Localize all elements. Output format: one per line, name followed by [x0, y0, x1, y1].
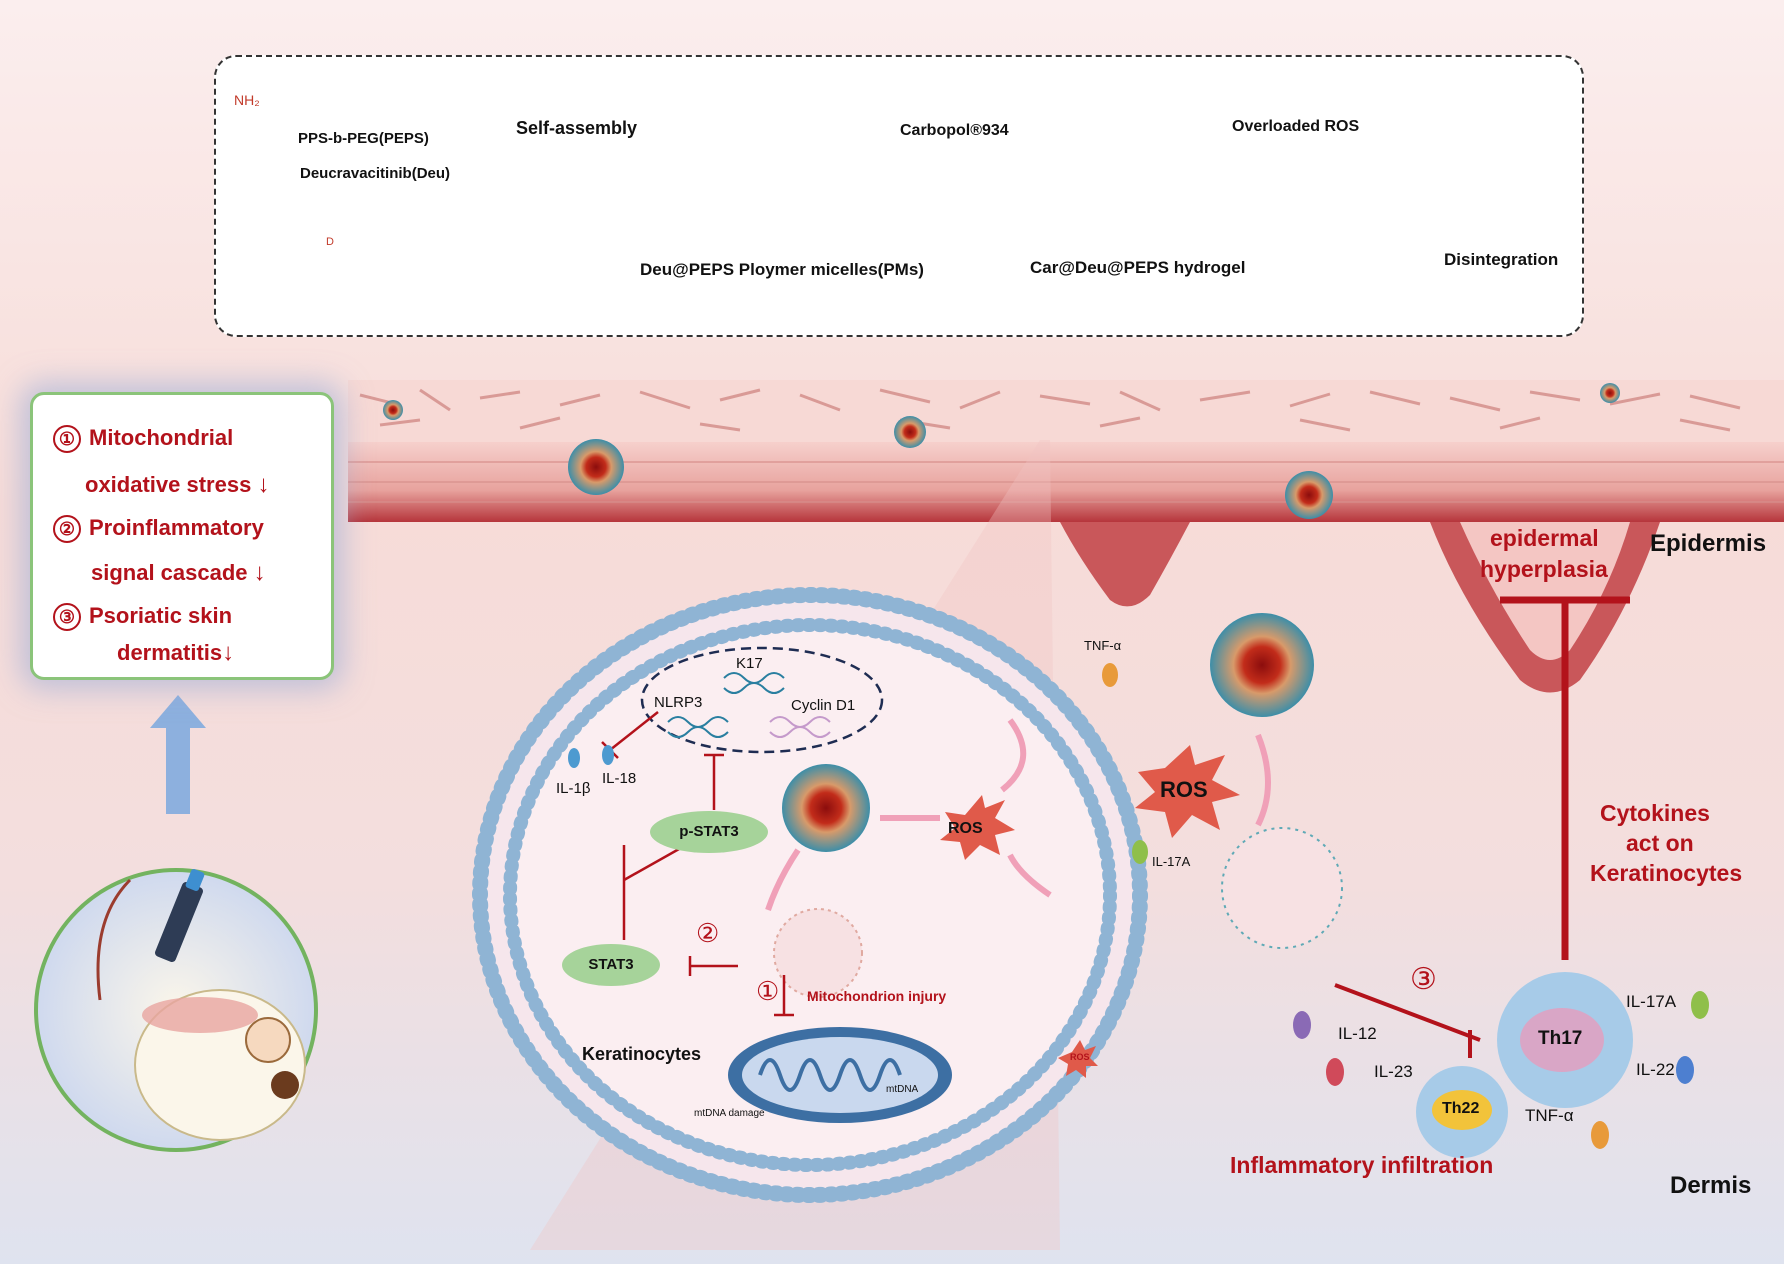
nlrp3-to-il — [609, 711, 659, 751]
synthesis-panel — [214, 55, 1584, 337]
disintegrated-cell — [773, 908, 863, 998]
dna-icons — [667, 672, 785, 738]
cytokine-beans — [568, 663, 1709, 1149]
ros-star-tissue — [1135, 745, 1240, 838]
il17a-cell-label: IL-17A — [1152, 854, 1191, 869]
ros-cell-label: ROS — [948, 820, 983, 837]
infiltration-label: Inflammatory infiltration — [1230, 1152, 1494, 1178]
peps-label: PPS-b-PEG(PEPS) — [298, 130, 429, 147]
micelles-label: Deu@PEPS Ploymer micelles(PMs) — [640, 260, 924, 279]
keratinocytes-label: Keratinocytes — [582, 1044, 702, 1064]
step-1-marker: ① — [756, 976, 780, 1006]
tnfa-cell-label: TNF-α — [1084, 638, 1122, 653]
carbopol-label: Carbopol®934 — [900, 122, 1009, 139]
micelle-skin-4 — [383, 400, 403, 420]
hydrogel-label: Car@Deu@PEPS hydrogel — [1030, 258, 1246, 277]
cytokines-label-1: Cytokines — [1600, 800, 1710, 826]
deuterium-label: D — [326, 236, 334, 248]
stratum-corneum — [348, 380, 1784, 442]
il18-label: IL-18 — [602, 770, 637, 787]
ros-star-mito — [1058, 1040, 1098, 1078]
step-3-marker: ③ — [1410, 963, 1437, 996]
applicator-tube — [155, 881, 203, 963]
pstat3-node: p-STAT3 — [650, 811, 768, 853]
summary-item-3-cont: dermatitis↓ — [117, 639, 235, 666]
corneum-flakes — [359, 388, 1741, 432]
rete-ridge-1 — [1060, 522, 1190, 607]
micelle-skin-5 — [1600, 383, 1620, 403]
micelle-tissue — [1210, 613, 1314, 717]
cytokines-label-3: Keratinocytes — [1590, 860, 1743, 886]
il1b-label: IL-1β — [556, 780, 591, 797]
hyperplasia-label-2: hyperplasia — [1480, 556, 1608, 582]
disintegrated-tissue — [1221, 827, 1343, 949]
il22-label: IL-22 — [1636, 1060, 1675, 1079]
th22-label: Th22 — [1442, 1100, 1480, 1117]
decrease-arrow-icon: ↓ — [257, 471, 270, 498]
ros-star-cell — [940, 795, 1015, 860]
summary-item-2-cont: signal cascade ↓ — [91, 559, 266, 586]
cytokines-label-2: act on — [1626, 830, 1694, 856]
summary-item-1-cont: oxidative stress ↓ — [85, 471, 270, 498]
tnfa-tissue-label: TNF-α — [1525, 1106, 1574, 1125]
mtdna-damage-label: mtDNA damage — [694, 1108, 765, 1119]
nucleus-outline — [640, 646, 884, 754]
treatment-inhibition-line — [1334, 983, 1481, 1042]
hyperplasia-label-1: epidermal — [1490, 525, 1599, 551]
step-2-marker: ② — [696, 918, 720, 948]
micelle-skin-1 — [568, 439, 624, 495]
k17-label: K17 — [736, 655, 763, 672]
arrow-up-head — [150, 695, 206, 728]
ros-mito-label: ROS — [1070, 1052, 1090, 1062]
mtdna-label: mtDNA — [886, 1084, 919, 1095]
dermis-label: Dermis — [1670, 1172, 1752, 1199]
micelle-skin-3 — [1285, 471, 1333, 519]
overloaded-ros-label: Overloaded ROS — [1232, 118, 1360, 135]
decrease-arrow-icon: ↓ — [222, 639, 235, 666]
pink-arrows — [765, 718, 1271, 911]
decrease-arrow-icon: ↓ — [253, 559, 266, 586]
deu-label: Deucravacitinib(Deu) — [300, 165, 451, 182]
ros-tissue-label: ROS — [1160, 777, 1208, 802]
epidermis-label: Epidermis — [1650, 530, 1767, 557]
nh2-label: NH₂ — [234, 92, 260, 108]
self-assembly-label: Self-assembly — [516, 118, 638, 138]
nlrp3-label: NLRP3 — [654, 694, 703, 711]
disintegration-label: Disintegration — [1444, 250, 1559, 269]
il23-label: IL-23 — [1374, 1062, 1413, 1081]
il17a-tissue-label: IL-17A — [1626, 992, 1677, 1011]
th17-label: Th17 — [1538, 1028, 1583, 1049]
micelle-skin-2 — [894, 416, 926, 448]
stat3-node: STAT3 — [562, 944, 660, 986]
arrow-up-shaft — [166, 722, 190, 814]
rete-ridge-inner — [1460, 522, 1630, 660]
mito-injury-label: Mitochondrion injury — [807, 988, 947, 1004]
il12-label: IL-12 — [1338, 1024, 1377, 1043]
cyclin-label: Cyclin D1 — [791, 697, 856, 714]
cell-membrane-inner — [503, 618, 1117, 1172]
micelle-cell — [782, 764, 870, 852]
